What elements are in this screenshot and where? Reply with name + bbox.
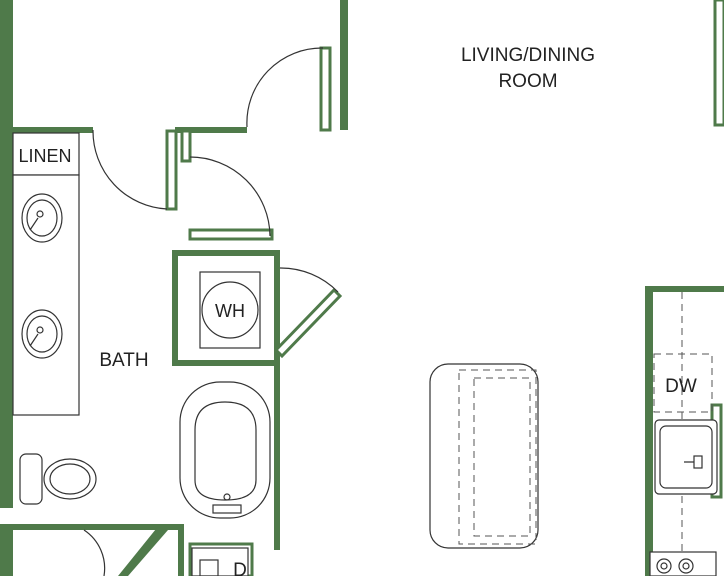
laundry-angled-wall	[118, 524, 168, 576]
upper-door-swing	[246, 47, 324, 128]
kitchen-fixtures	[429, 292, 718, 576]
laundry-door-swing	[83, 529, 106, 576]
doors	[83, 47, 343, 576]
door-stop-upper	[319, 46, 332, 132]
water-heater	[199, 271, 261, 349]
wh-closet-bottom-wall	[172, 360, 280, 366]
dishwasher-label: DW	[665, 376, 697, 397]
left-exterior-wall	[0, 0, 13, 508]
living-dining-label-line2: ROOM	[498, 71, 557, 92]
kitchen-sink	[654, 419, 718, 495]
bath-top-wall	[0, 127, 93, 133]
living-dining-label-line1: LIVING/DINING	[461, 45, 595, 66]
linen-shelf	[12, 132, 80, 176]
wh-closet-header	[188, 228, 274, 241]
wh-closet-top-wall	[172, 250, 280, 256]
closet-jamb	[165, 129, 178, 211]
sink-lower	[21, 309, 63, 359]
hall-top-wall	[175, 127, 247, 133]
wh-door-swing	[279, 267, 339, 293]
toilet	[19, 453, 97, 505]
bath-bottom-wall	[0, 524, 180, 530]
linen-label: LINEN	[18, 146, 71, 166]
bathtub	[179, 381, 271, 519]
room-labels: LIVING/DINING ROOM LINEN BATH WH DW D	[18, 45, 696, 576]
kitchen-island	[429, 363, 539, 549]
upper-room-wall	[340, 0, 348, 130]
kitchen-wall-vertical	[645, 288, 653, 576]
bath-fixtures	[12, 132, 271, 576]
wh-door-leaf	[273, 287, 343, 359]
sink-upper	[21, 193, 63, 243]
closet-jamb-right	[180, 129, 192, 163]
bath-label: BATH	[99, 350, 148, 371]
right-exterior-wall	[713, 0, 724, 127]
laundry-closet-wall	[178, 524, 184, 576]
kitchen-wall-top	[645, 286, 724, 292]
wh-closet-right-wall	[274, 250, 280, 550]
water-heater-label: WH	[215, 301, 245, 321]
wh-closet-left-wall	[172, 250, 178, 366]
hall-door-swing	[189, 156, 271, 237]
dryer-outline	[191, 547, 249, 576]
dryer-label: D	[233, 560, 247, 576]
left-wall-lower	[0, 530, 13, 576]
bath-door-swing	[92, 129, 168, 210]
range-burners	[649, 551, 717, 576]
dishwasher	[653, 353, 713, 413]
